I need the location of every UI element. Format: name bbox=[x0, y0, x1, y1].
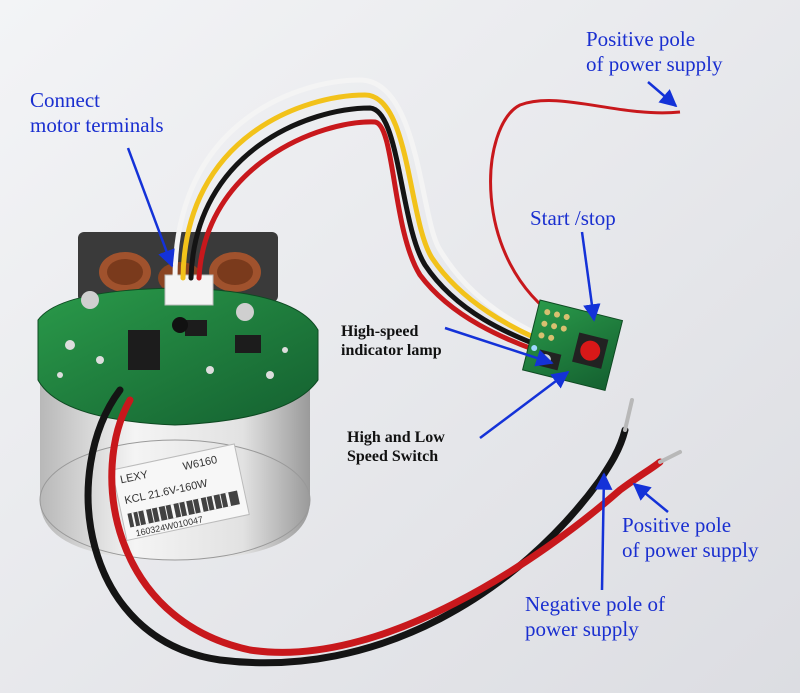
label-high-speed-lamp-line1: High-speed bbox=[341, 323, 419, 340]
label-high-low-switch-line1: High and Low bbox=[347, 429, 445, 446]
label-positive-pole-top: Positive pole of power supply bbox=[586, 27, 722, 77]
label-start-stop: Start /stop bbox=[530, 206, 616, 230]
start-stop-button bbox=[580, 340, 601, 361]
indicator-lamp bbox=[531, 345, 538, 352]
motor-brand-text: LEXY bbox=[119, 469, 150, 487]
label-positive-pole-bottom: Positive pole of power supply bbox=[622, 513, 758, 563]
arrow-connect-motor bbox=[126, 147, 175, 268]
control-board bbox=[521, 299, 624, 392]
label-connect-motor-line2: motor terminals bbox=[30, 113, 164, 137]
arrow-positive-pole-top bbox=[647, 81, 678, 108]
label-negative-pole-line1: Negative pole of bbox=[525, 592, 665, 616]
annotation-arrows bbox=[126, 81, 678, 591]
label-positive-pole-top-line2: of power supply bbox=[586, 52, 723, 76]
label-negative-pole: Negative pole of power supply bbox=[525, 592, 665, 642]
label-connect-motor: Connect motor terminals bbox=[30, 88, 164, 138]
label-positive-pole-top-line1: Positive pole bbox=[586, 27, 696, 51]
arrow-start-stop bbox=[580, 231, 601, 322]
arrow-negative-pole bbox=[594, 472, 613, 591]
label-high-speed-lamp-line2: indicator lamp bbox=[341, 342, 442, 359]
arrow-positive-pole-bottom bbox=[632, 482, 669, 513]
label-high-speed-lamp: High-speed indicator lamp bbox=[341, 322, 442, 360]
label-connect-motor-line1: Connect bbox=[30, 88, 100, 112]
label-high-low-switch-line2: Speed Switch bbox=[347, 448, 439, 465]
motor-label-sticker: LEXY W6160 KCL 21.6V-160W 160324W010047 bbox=[111, 443, 250, 542]
label-negative-pole-line2: power supply bbox=[525, 617, 639, 641]
arrow-high-low-switch bbox=[479, 370, 570, 439]
motor-signal-wires bbox=[172, 77, 568, 363]
label-positive-pole-bottom-line1: Positive pole bbox=[622, 513, 732, 537]
arrow-high-speed-lamp bbox=[444, 326, 554, 367]
control-board-red-wire bbox=[489, 99, 681, 322]
motor-stator bbox=[78, 232, 278, 302]
label-high-low-switch: High and Low Speed Switch bbox=[347, 428, 445, 466]
label-positive-pole-bottom-line2: of power supply bbox=[622, 538, 759, 562]
